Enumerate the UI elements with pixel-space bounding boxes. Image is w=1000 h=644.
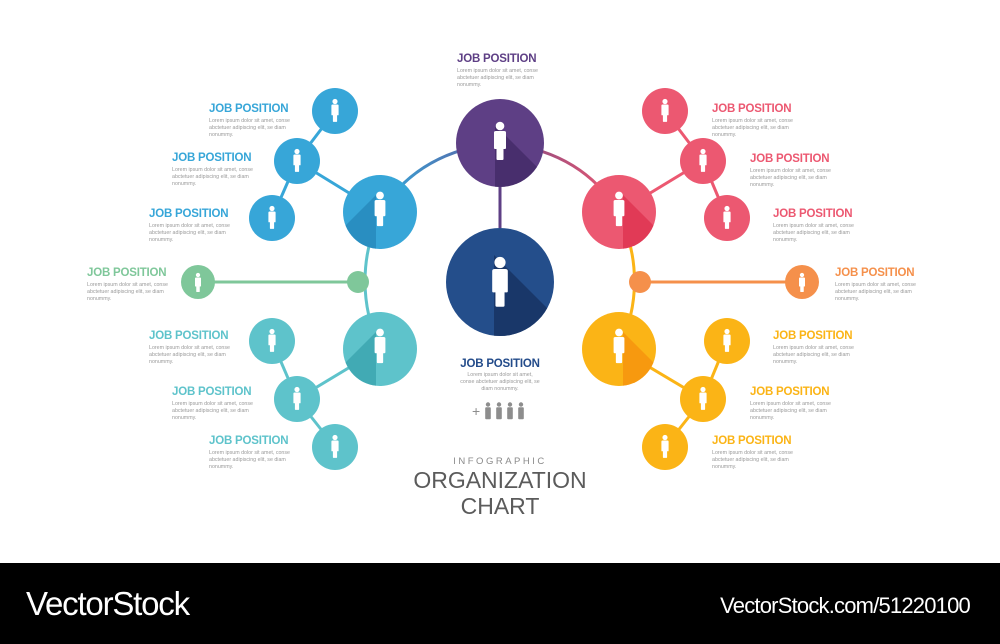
node-right-yellow-2 xyxy=(680,376,726,422)
label-title: JOB POSITION xyxy=(773,208,853,220)
label-title: JOB POSITION xyxy=(209,435,289,447)
label-title: JOB POSITION xyxy=(149,208,229,220)
label-title: JOB POSITION xyxy=(87,267,167,279)
label-left-5: JOB POSITION Lorem ipsum dolor sit amet,… xyxy=(149,329,339,366)
label-desc: Lorem ipsum dolor sit amet, conse abctet… xyxy=(209,118,290,138)
label-desc: Lorem ipsum dolor sit amet, conse abctet… xyxy=(835,282,916,302)
label-title: JOB POSITION xyxy=(750,386,830,398)
node-left-teal-3 xyxy=(312,424,358,470)
node-top-purple xyxy=(456,99,544,187)
label-center: JOB POSITION Lorem ipsum dolor sit amet,… xyxy=(440,358,560,393)
image-url: VectorStock.com/51220100 xyxy=(720,593,971,618)
node-left-blue-large xyxy=(343,175,417,249)
label-title: JOB POSITION xyxy=(149,330,229,342)
label-desc: Lorem ipsum dolor sit amet, conse abctet… xyxy=(712,118,793,138)
label-right-5: JOB POSITION Lorem ipsum dolor sit amet,… xyxy=(773,329,963,366)
chart-heading: INFOGRAPHIC ORGANIZATION CHART xyxy=(380,456,620,519)
label-title: JOB POSITION xyxy=(835,267,915,279)
node-right-yellow-3 xyxy=(642,424,688,470)
org-chart-diagram xyxy=(181,88,819,470)
label-right-4: JOB POSITION Lorem ipsum dolor sit amet,… xyxy=(835,266,1000,303)
node-left-teal-1 xyxy=(249,318,295,364)
node-right-red-large xyxy=(582,175,656,249)
node-right-red-1 xyxy=(642,88,688,134)
label-left-7: JOB POSITION Lorem ipsum dolor sit amet,… xyxy=(209,434,399,471)
watermark-footer: VectorStock VectorStock.com/51220100 xyxy=(0,563,1000,644)
node-left-teal-2 xyxy=(274,376,320,422)
label-desc: Lorem ipsum dolor sit amet, conse abctet… xyxy=(457,68,538,88)
label-title: JOB POSITION xyxy=(172,152,252,164)
label-title: JOB POSITION xyxy=(172,386,252,398)
junction-dot-green xyxy=(347,271,369,293)
label-desc: Lorem ipsum dolor sit amet, conse abctet… xyxy=(712,450,793,470)
node-left-green xyxy=(181,265,215,299)
team-people-icons xyxy=(485,402,524,420)
node-center-navy xyxy=(446,228,554,336)
junction-dot-orange xyxy=(629,271,651,293)
label-desc: Lorem ipsum dolor sit amet, conse abctet… xyxy=(87,282,168,302)
brand-logo: VectorStock xyxy=(26,585,190,622)
label-left-2: JOB POSITION Lorem ipsum dolor sit amet,… xyxy=(172,151,362,188)
label-desc: Lorem ipsum dolor sit amet, conse abctet… xyxy=(209,450,290,470)
heading-line-1: ORGANIZATION xyxy=(413,467,587,493)
label-top: JOB POSITION Lorem ipsum dolor sit amet,… xyxy=(457,52,647,89)
label-desc: Lorem ipsum dolor sit amet, conse abctet… xyxy=(172,167,253,187)
node-right-yellow-1 xyxy=(704,318,750,364)
label-title: JOB POSITION xyxy=(209,103,289,115)
label-right-7: JOB POSITION Lorem ipsum dolor sit amet,… xyxy=(712,434,902,471)
node-right-red-2 xyxy=(680,138,726,184)
label-desc: Lorem ipsum dolor sit amet, conse abctet… xyxy=(750,401,831,421)
label-left-6: JOB POSITION Lorem ipsum dolor sit amet,… xyxy=(172,385,362,422)
label-desc: Lorem ipsum dolor sit amet, conse abctet… xyxy=(172,401,253,421)
heading-subtitle: INFOGRAPHIC xyxy=(453,456,547,467)
label-left-1: JOB POSITION Lorem ipsum dolor sit amet,… xyxy=(209,102,399,139)
label-title: JOB POSITION xyxy=(750,153,830,165)
label-right-6: JOB POSITION Lorem ipsum dolor sit amet,… xyxy=(750,385,940,422)
label-desc: Lorem ipsum dolor sit amet, conse abctet… xyxy=(460,372,540,392)
heading-line-2: CHART xyxy=(460,493,540,519)
label-title: JOB POSITION xyxy=(460,358,540,370)
org-chart-canvas: JOB POSITION Lorem ipsum dolor sit amet,… xyxy=(87,52,1000,519)
node-left-blue-1 xyxy=(312,88,358,134)
label-title: JOB POSITION xyxy=(712,103,792,115)
label-right-2: JOB POSITION Lorem ipsum dolor sit amet,… xyxy=(750,152,940,189)
label-right-1: JOB POSITION Lorem ipsum dolor sit amet,… xyxy=(712,102,902,139)
plus-icon: + xyxy=(472,403,481,419)
label-desc: Lorem ipsum dolor sit amet, conse abctet… xyxy=(149,223,230,243)
label-desc: Lorem ipsum dolor sit amet, conse abctet… xyxy=(773,223,854,243)
node-left-blue-2 xyxy=(274,138,320,184)
node-left-blue-3 xyxy=(249,195,295,241)
label-title: JOB POSITION xyxy=(457,53,537,65)
label-desc: Lorem ipsum dolor sit amet, conse abctet… xyxy=(750,168,831,188)
label-left-3: JOB POSITION Lorem ipsum dolor sit amet,… xyxy=(149,207,339,244)
node-right-red-3 xyxy=(704,195,750,241)
label-title: JOB POSITION xyxy=(712,435,792,447)
label-desc: Lorem ipsum dolor sit amet, conse abctet… xyxy=(149,345,230,365)
label-right-3: JOB POSITION Lorem ipsum dolor sit amet,… xyxy=(773,207,963,244)
label-title: JOB POSITION xyxy=(773,330,853,342)
node-right-orange xyxy=(785,265,819,299)
node-right-yellow-large xyxy=(582,312,656,386)
people-group-icon: + xyxy=(472,402,527,420)
label-left-4: JOB POSITION Lorem ipsum dolor sit amet,… xyxy=(87,266,277,303)
label-desc: Lorem ipsum dolor sit amet, conse abctet… xyxy=(773,345,854,365)
